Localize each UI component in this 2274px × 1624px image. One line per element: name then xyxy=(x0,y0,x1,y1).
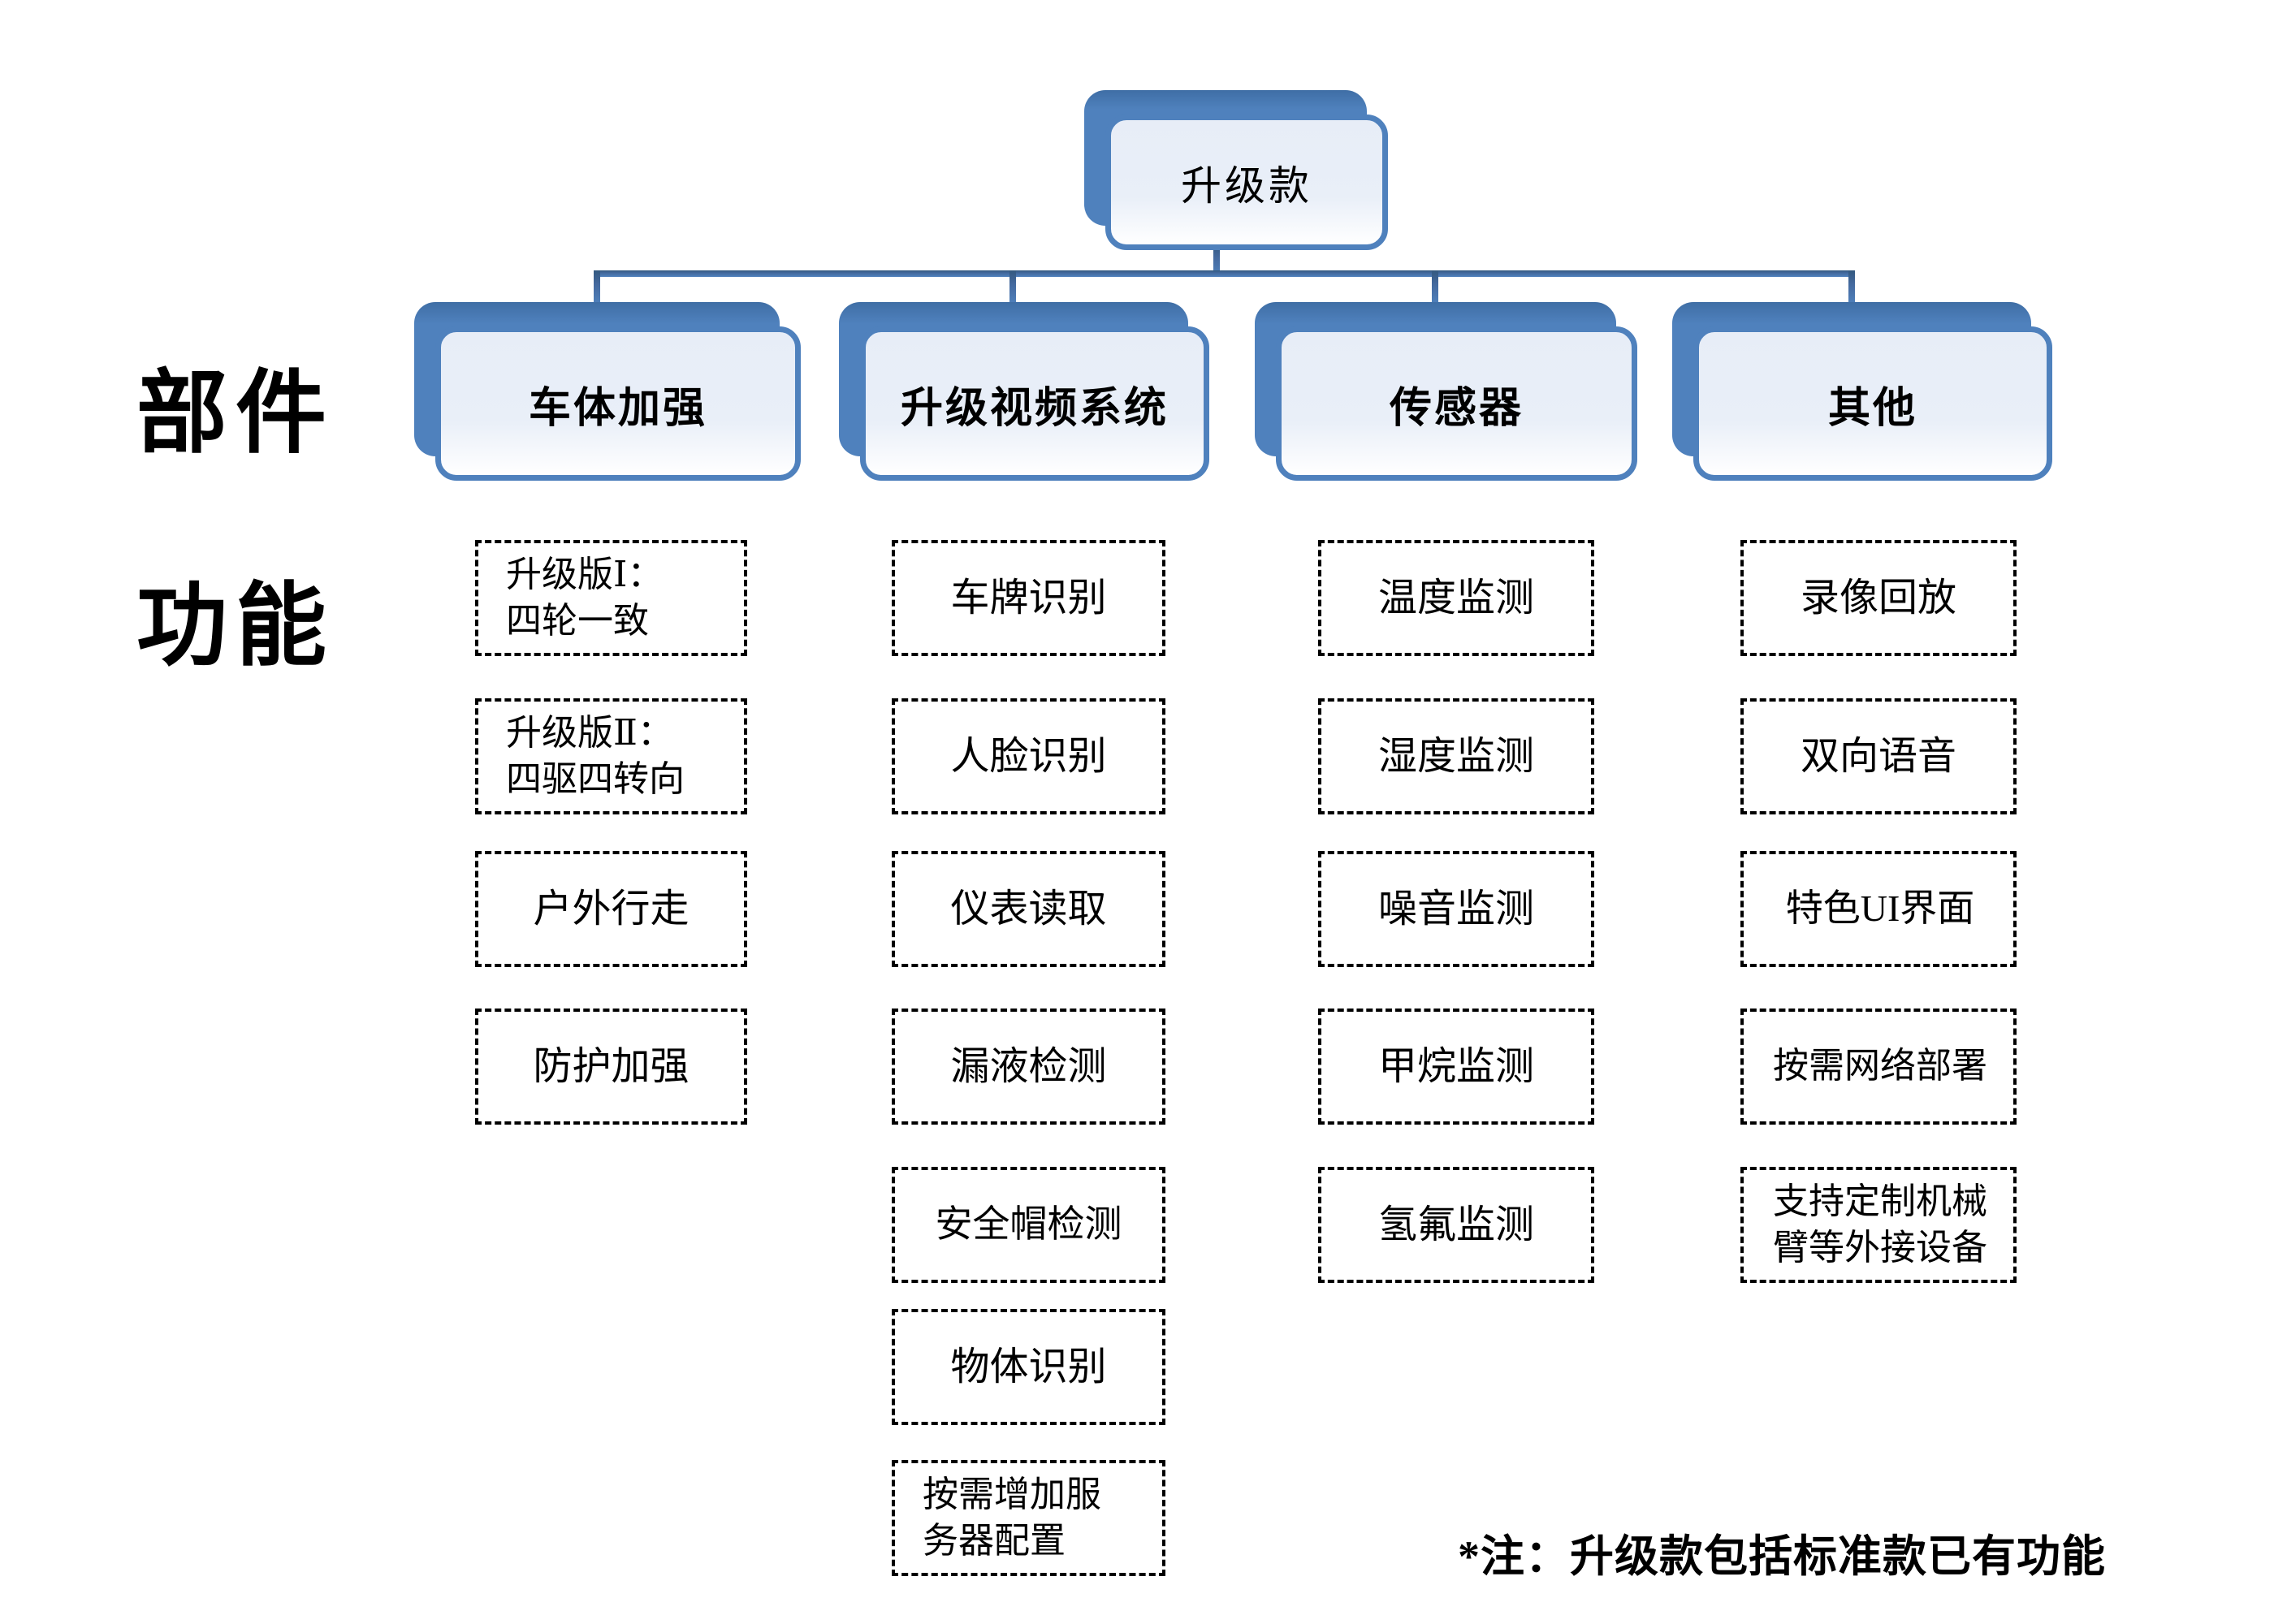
connector-drop-branch-4 xyxy=(1848,270,1855,304)
branch-node-video-system: 升级视频系统 xyxy=(839,302,1209,481)
root-node: 升级款 xyxy=(1084,90,1388,250)
connector-drop-branch-3 xyxy=(1432,270,1438,304)
root-node-label: 升级款 xyxy=(1181,162,1312,209)
connector-root-stub xyxy=(1213,244,1220,277)
branch-node-body-reinforcement: 车体加强 xyxy=(414,302,801,481)
branch-node-sensors: 传感器 xyxy=(1255,302,1637,481)
root-node-face: 升级款 xyxy=(1105,114,1388,250)
feature-box-featured-ui: 特色UI界面 xyxy=(1740,851,2017,967)
branch-node-face: 传感器 xyxy=(1276,326,1637,481)
feature-box-noise-monitoring: 噪音监测 xyxy=(1318,851,1594,967)
branch-node-label: 传感器 xyxy=(1389,385,1524,432)
feature-box-methane-monitoring: 甲烷监测 xyxy=(1318,1009,1594,1125)
branch-node-label: 升级视频系统 xyxy=(900,385,1169,432)
feature-box-custom-robot-arm-peripherals: 支持定制机械 臂等外接设备 xyxy=(1740,1167,2017,1283)
branch-node-others: 其他 xyxy=(1672,302,2052,481)
feature-box-license-plate-recognition: 车牌识别 xyxy=(892,540,1165,656)
branch-node-label: 其他 xyxy=(1827,385,1917,432)
feature-box-hydrogen-fluoride-monitoring: 氢氟监测 xyxy=(1318,1167,1594,1283)
footnote: *注：升级款包括标准款已有功能 xyxy=(1458,1532,2106,1581)
feature-box-video-playback: 录像回放 xyxy=(1740,540,2017,656)
feature-box-object-recognition: 物体识别 xyxy=(892,1309,1165,1425)
connector-drop-branch-2 xyxy=(1009,270,1016,304)
connector-drop-branch-1 xyxy=(594,270,600,304)
feature-box-meter-reading: 仪表读取 xyxy=(892,851,1165,967)
feature-box-outdoor-walking: 户外行走 xyxy=(475,851,747,967)
branch-node-face: 车体加强 xyxy=(435,326,801,481)
row-label-components: 部件 xyxy=(136,364,335,464)
branch-node-face: 其他 xyxy=(1693,326,2052,481)
feature-box-two-way-audio: 双向语音 xyxy=(1740,698,2017,814)
feature-box-helmet-detection: 安全帽检测 xyxy=(892,1167,1165,1283)
feature-box-protection-reinforced: 防护加强 xyxy=(475,1009,747,1125)
feature-box-on-demand-network-deployment: 按需网络部署 xyxy=(1740,1009,2017,1125)
feature-box-upgrade-2-4wd-4steer: 升级版Ⅱ： 四驱四转向 xyxy=(475,698,747,814)
row-label-functions: 功能 xyxy=(136,577,335,677)
feature-box-upgrade-1-four-wheel: 升级版Ⅰ： 四轮一致 xyxy=(475,540,747,656)
feature-box-leak-detection: 漏液检测 xyxy=(892,1009,1165,1125)
connector-horizontal-bus xyxy=(594,270,1855,277)
feature-box-add-server-config: 按需增加服 务器配置 xyxy=(892,1460,1165,1576)
feature-box-face-recognition: 人脸识别 xyxy=(892,698,1165,814)
branch-node-face: 升级视频系统 xyxy=(860,326,1209,481)
branch-node-label: 车体加强 xyxy=(528,385,707,432)
feature-box-humidity-monitoring: 湿度监测 xyxy=(1318,698,1594,814)
feature-box-temperature-monitoring: 温度监测 xyxy=(1318,540,1594,656)
